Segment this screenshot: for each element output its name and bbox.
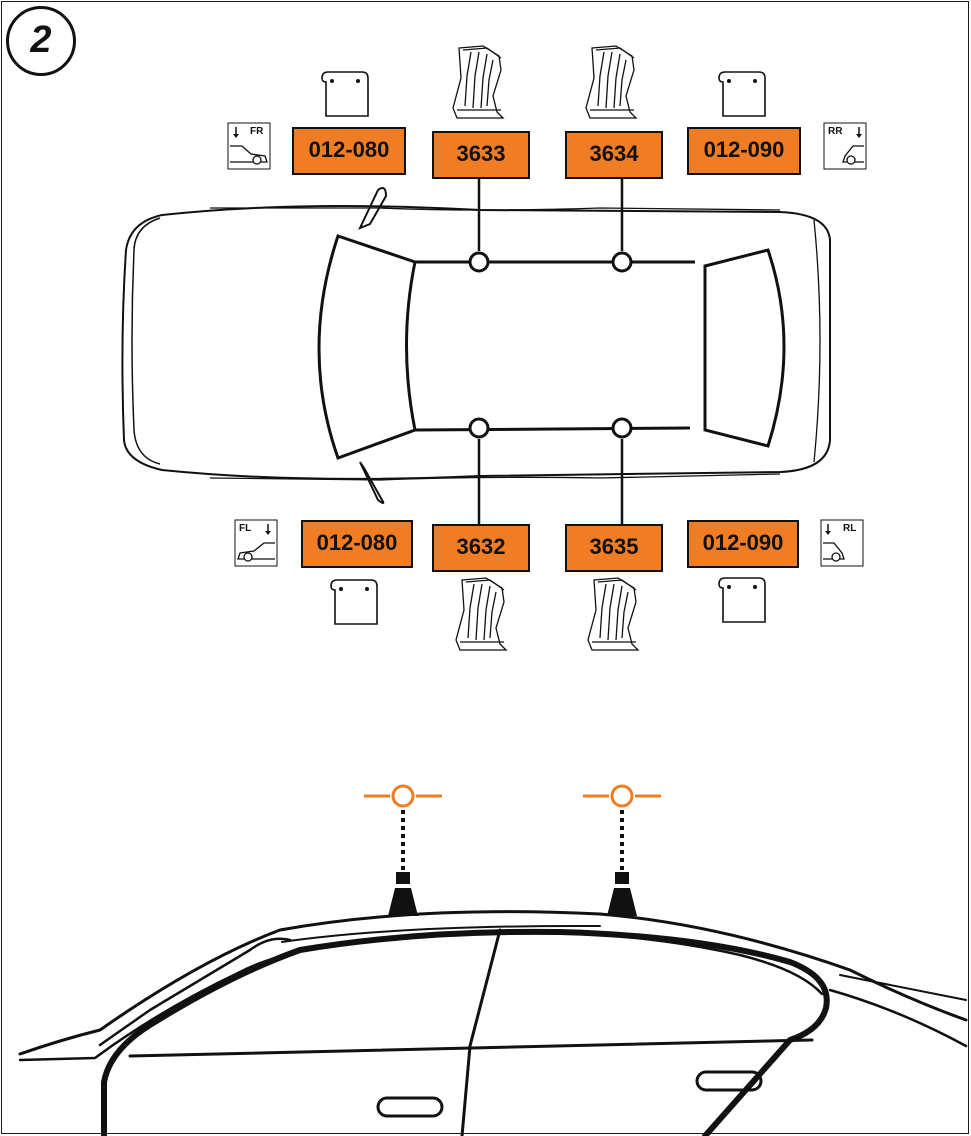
pad-icon xyxy=(330,579,378,625)
mount-point-icon xyxy=(611,251,633,273)
front-left-position-icon: FL xyxy=(234,519,278,567)
label-front-right-foot: 3633 xyxy=(432,131,530,179)
rear-right-position-icon: RR xyxy=(823,122,867,170)
car-side-icon xyxy=(227,122,271,170)
position-code-fr: FR xyxy=(250,126,264,137)
label-rear-right-foot: 3634 xyxy=(565,131,663,179)
roof-foot-front xyxy=(388,872,418,916)
position-code-rl: RL xyxy=(843,523,857,534)
car-side-icon xyxy=(820,519,864,567)
label-front-right-pad: 012-080 xyxy=(292,127,406,175)
mount-marker-rear xyxy=(583,784,661,808)
foot-icon xyxy=(585,45,637,119)
label-front-left-pad: 012-080 xyxy=(301,520,413,568)
foot-icon xyxy=(587,577,639,651)
mount-point-icon xyxy=(611,417,633,439)
label-rear-right-pad: 012-090 xyxy=(687,127,801,175)
mount-point-icon xyxy=(468,251,490,273)
label-rear-left-foot: 3635 xyxy=(565,524,663,572)
mount-point-icon xyxy=(468,417,490,439)
foot-icon xyxy=(452,45,504,119)
rear-left-position-icon: RL xyxy=(820,519,864,567)
pad-icon xyxy=(718,71,766,117)
pad-icon xyxy=(718,577,766,623)
position-code-rr: RR xyxy=(828,126,843,137)
roof-foot-rear xyxy=(607,872,637,916)
car-side-icon xyxy=(234,519,278,567)
label-rear-left-pad: 012-090 xyxy=(687,520,799,568)
position-code-fl: FL xyxy=(239,523,252,534)
car-side-icon xyxy=(823,122,867,170)
pad-icon xyxy=(321,71,369,117)
step-number: 2 xyxy=(6,6,76,76)
label-front-left-foot: 3632 xyxy=(432,524,530,572)
car-top-view xyxy=(121,179,831,524)
foot-icon xyxy=(455,577,507,651)
mount-marker-front xyxy=(364,784,442,808)
car-side-view xyxy=(18,910,968,1136)
front-right-position-icon: FR xyxy=(227,122,271,170)
